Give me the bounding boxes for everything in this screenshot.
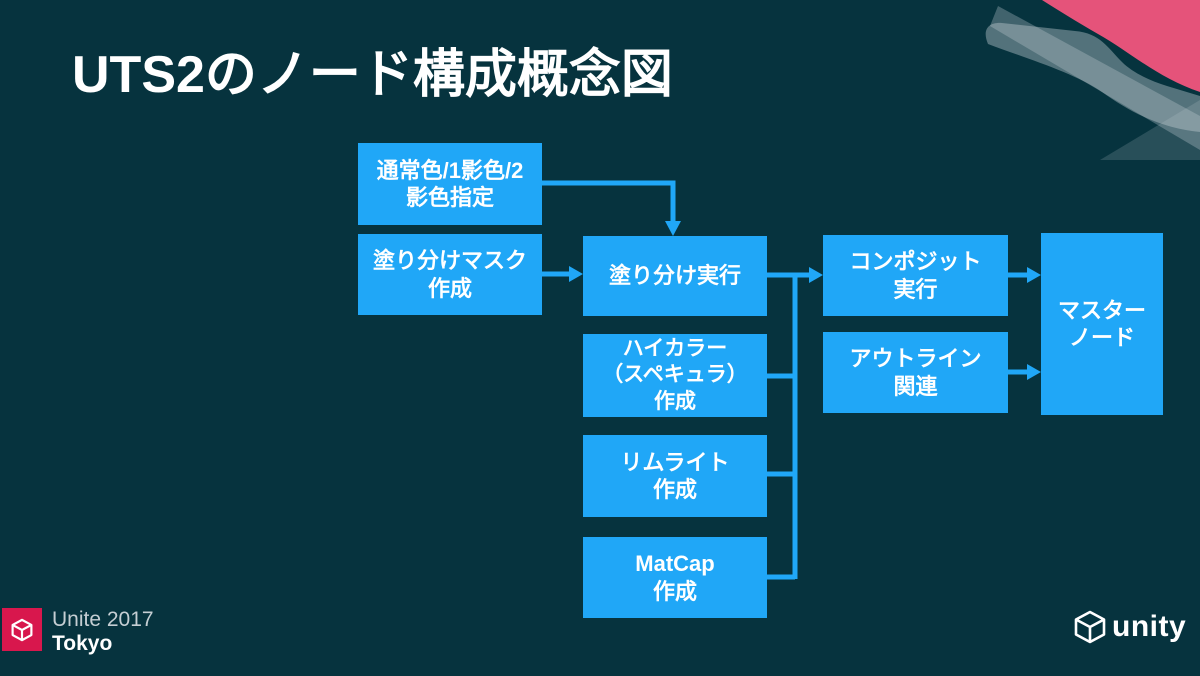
unite-event-city: Tokyo (52, 632, 113, 655)
node-master-node: マスター ノード (1041, 233, 1163, 415)
node-paint-mask: 塗り分けマスク 作成 (358, 234, 542, 315)
unite-2017-tokyo-logo: Unite 2017 Tokyo (2, 608, 154, 654)
node-color-spec: 通常色/1影色/2 影色指定 (358, 143, 542, 225)
unity-cube-icon (11, 618, 33, 641)
node-matcap: MatCap 作成 (583, 537, 767, 618)
arrowhead-right-icon (809, 267, 823, 283)
slide-title: UTS2のノード構成概念図 (72, 46, 673, 104)
node-high-color: ハイカラー （スペキュラ） 作成 (583, 334, 767, 417)
arrowhead-down-icon (665, 221, 681, 236)
edge-colorspec-paintexec (542, 180, 676, 222)
corner-decoration (985, 0, 1200, 160)
unity-cube-icon (1074, 610, 1106, 644)
unite-badge (2, 608, 42, 651)
node-rim-light: リムライト 作成 (583, 435, 767, 517)
node-composite: コンポジット 実行 (823, 235, 1008, 316)
unite-event-text: Unite 2017 Tokyo (52, 608, 154, 654)
unity-logo: unity (1072, 609, 1186, 645)
node-outline: アウトライン 関連 (823, 332, 1008, 413)
arrowhead-right-icon (1027, 267, 1041, 283)
node-paint-exec: 塗り分け実行 (583, 236, 767, 316)
unity-wordmark: unity (1112, 610, 1187, 643)
arrowhead-right-icon (1027, 364, 1041, 380)
arrowhead-right-icon (569, 266, 583, 282)
unite-event-name: Unite 2017 (52, 608, 154, 631)
